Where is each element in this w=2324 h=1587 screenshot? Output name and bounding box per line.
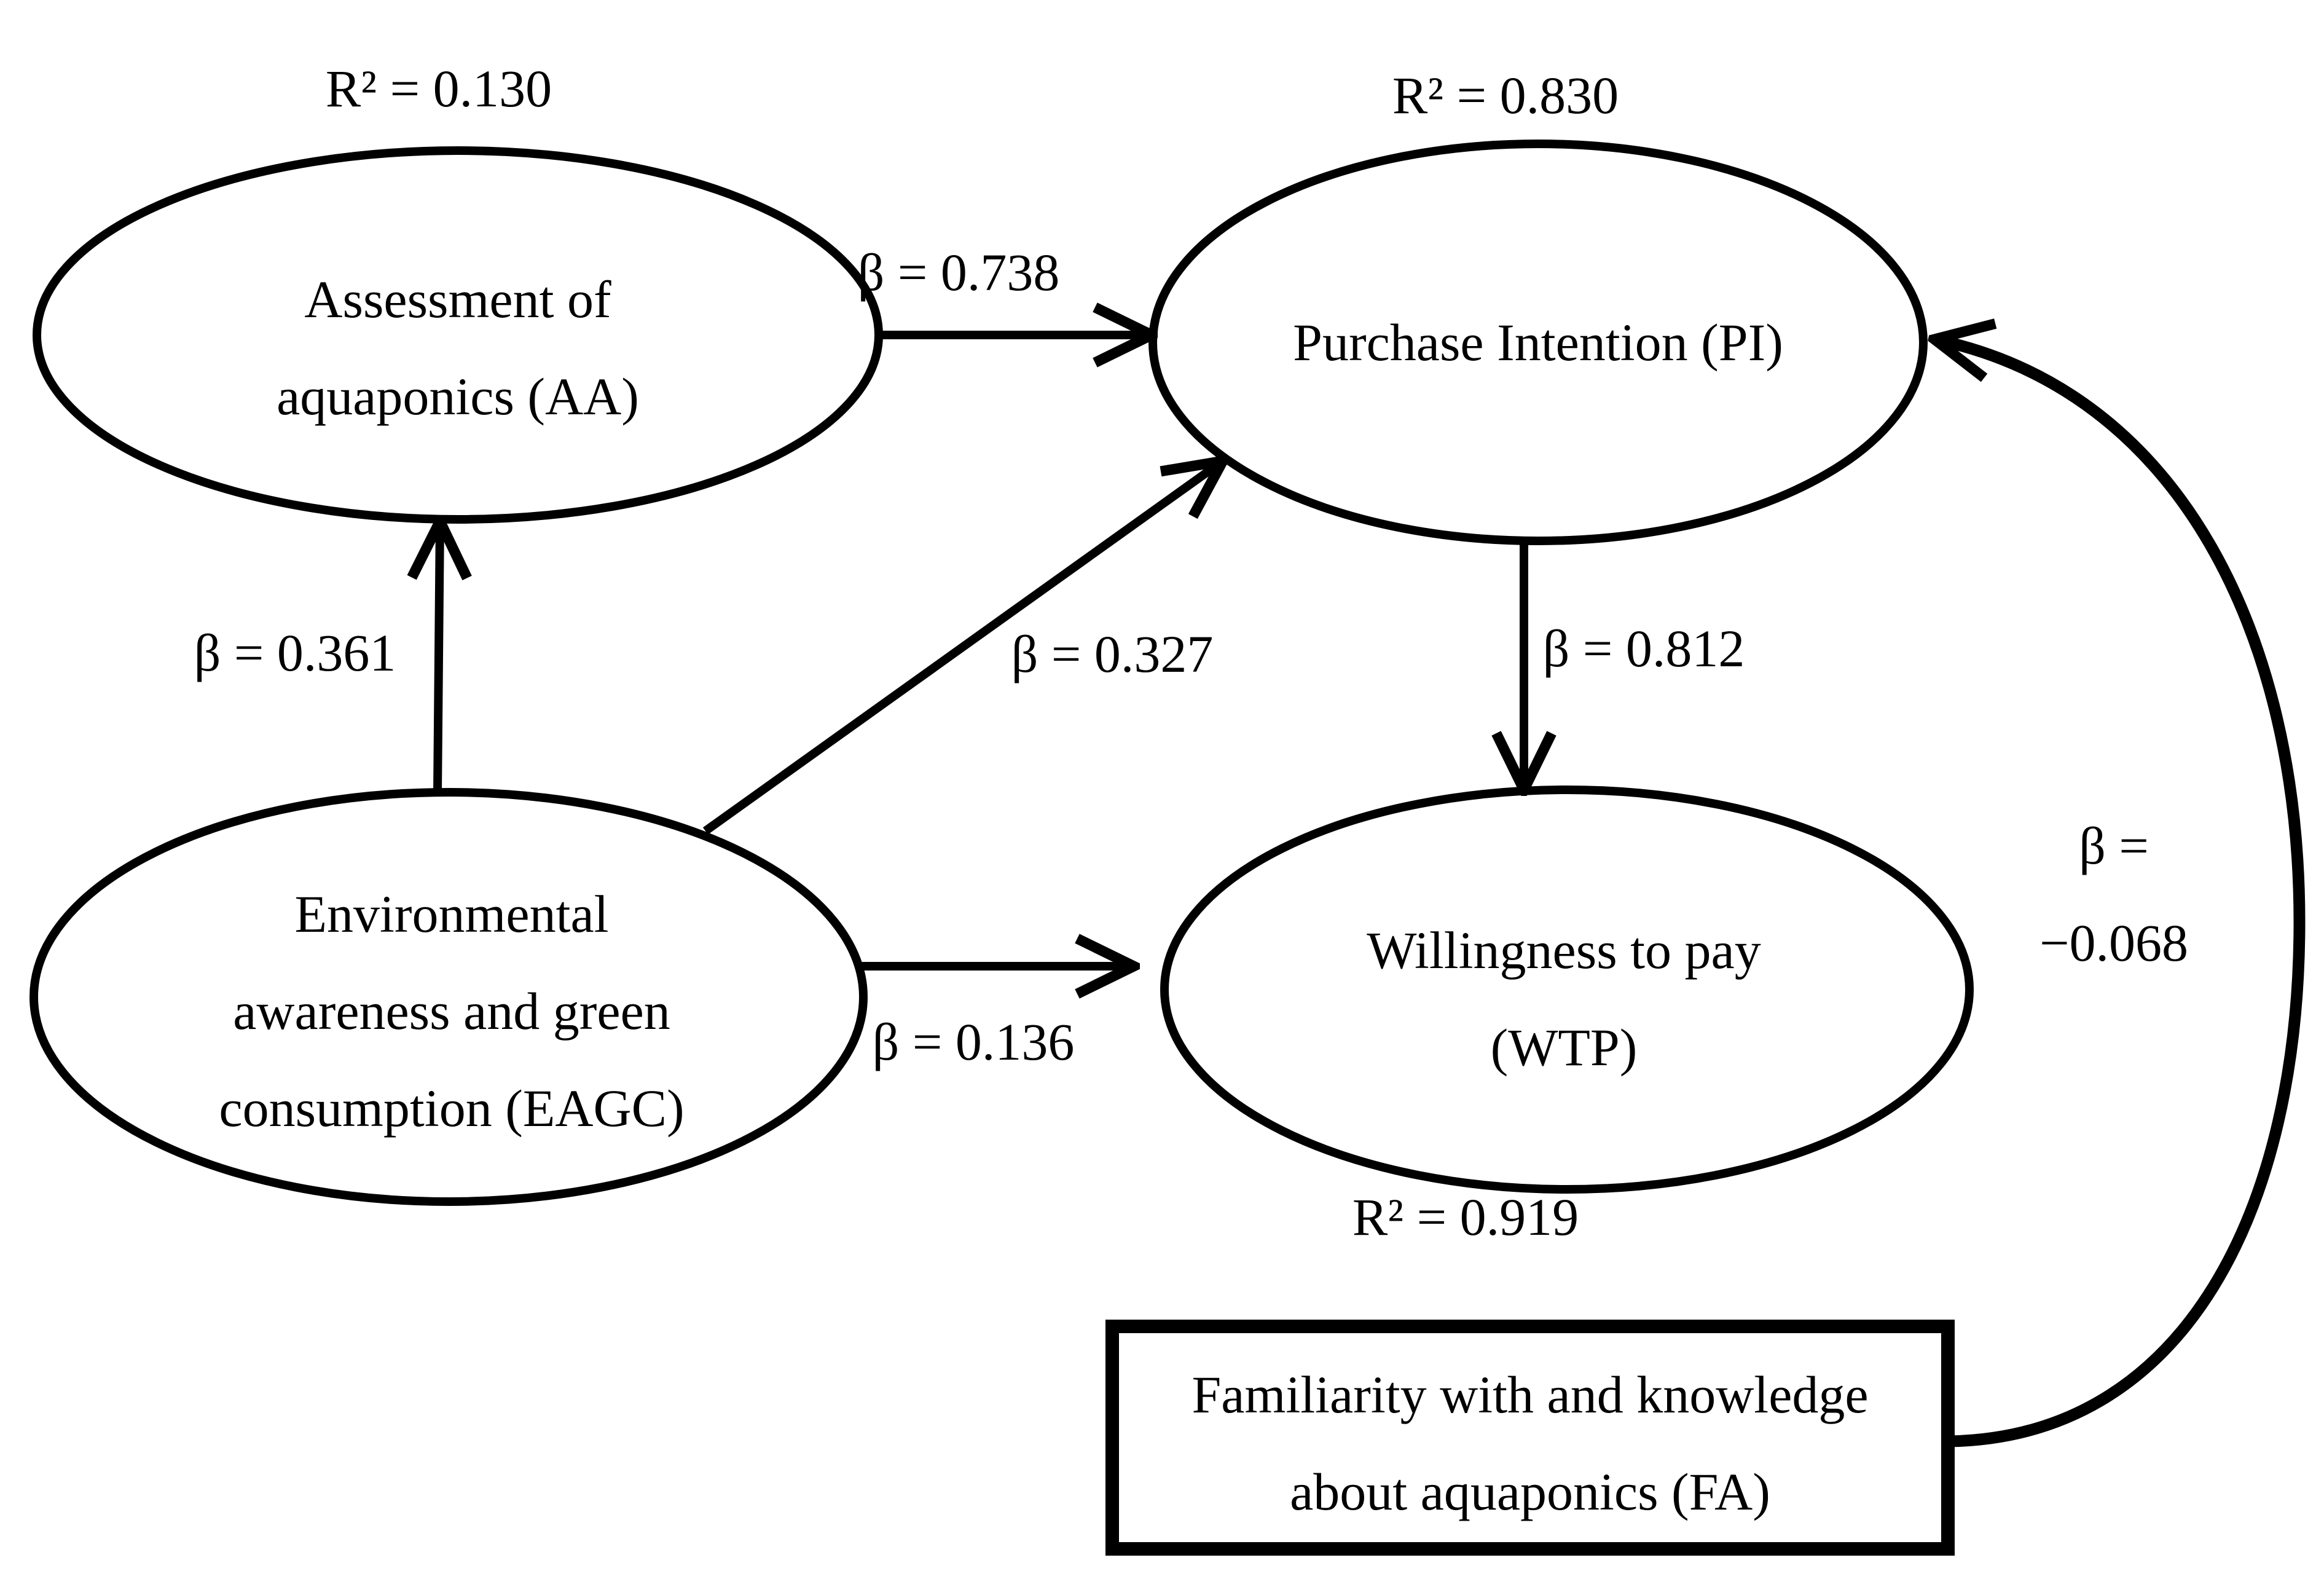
aa-node-label: Assessment of aquaponics (AA) <box>277 270 639 426</box>
aa-r-squared-label: R² = 0.130 <box>325 59 552 118</box>
eagc-ellipse <box>29 788 868 1206</box>
beta-eagc-aa-label: β = 0.361 <box>194 623 396 682</box>
beta-fa-pi-label: β = −0.068 <box>2039 816 2188 972</box>
pi-node-label: Purchase Intention (PI) <box>1293 313 1783 372</box>
wtp-ellipse <box>1160 786 1974 1194</box>
beta-aa-pi-label: β = 0.738 <box>857 243 1060 302</box>
beta-eagc-pi-label: β = 0.327 <box>1011 624 1214 683</box>
fa-node-label: Familiarity with and knowledge about aqu… <box>1191 1365 1869 1521</box>
arrow-eagc-to-aa <box>438 521 440 793</box>
wtp-r-squared-label: R² = 0.919 <box>1352 1187 1579 1246</box>
arrow-eagc-to-pi <box>702 461 1223 835</box>
arrow-fa-to-pi-curve <box>1934 339 2306 1447</box>
eagc-node-label: Environmental awareness and green consum… <box>219 884 685 1138</box>
pi-r-squared-label: R² = 0.830 <box>1392 66 1619 125</box>
wtp-node-label: Willingness to pay (WTP) <box>1367 921 1761 1077</box>
beta-eagc-wtp-label: β = 0.136 <box>872 1012 1075 1071</box>
beta-pi-wtp-label: β = 0.812 <box>1542 619 1745 678</box>
